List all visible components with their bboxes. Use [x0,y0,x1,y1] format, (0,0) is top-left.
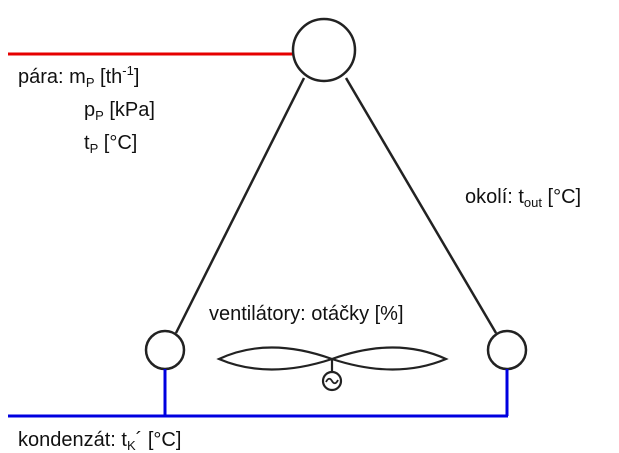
steam-distribution-header [291,17,357,83]
steam-temperature-label: tP [°C] [84,132,138,156]
fan-blade-icon [216,346,449,372]
right-condensate-collector [486,329,528,371]
ambient-temperature-label: okolí: tout [°C] [465,186,582,210]
left-condensate-collector [144,329,186,371]
fan-speed-label: ventilátory: otáčky [%] [209,303,404,325]
condensate-temperature-label: kondenzát: tK´ [°C] [18,429,182,453]
steam-mass-flow-label: pára: mP [th-1] [18,63,140,90]
left-condenser-tube [174,77,306,334]
right-condenser-tube [344,77,498,334]
ac-motor-icon [321,370,343,392]
steam-pressure-label: pP [kPa] [84,99,155,123]
